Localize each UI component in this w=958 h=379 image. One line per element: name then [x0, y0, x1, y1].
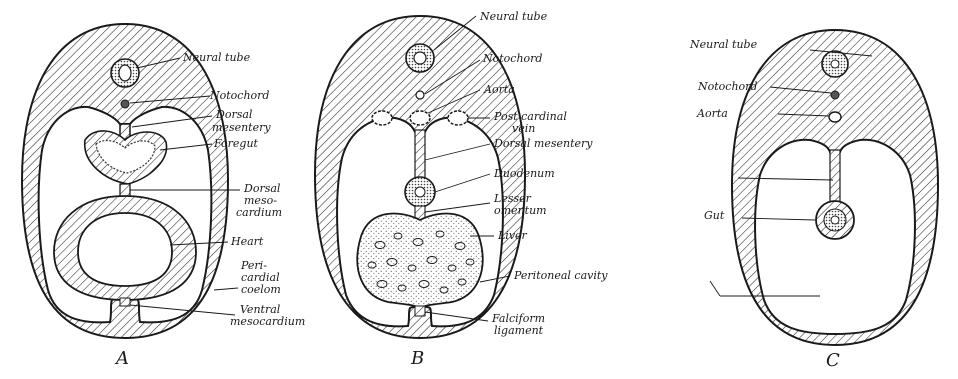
panel-b-label-aorta: Aorta	[483, 83, 515, 96]
panel-b-label-neural-tube: Neural tube	[479, 10, 548, 23]
panel-b-label-ligament: ligament	[494, 324, 544, 337]
panel-a-label-neural-tube: Neural tube	[182, 51, 251, 64]
panel-b-label-vein: vein	[512, 122, 535, 135]
panel-b-vein-left	[372, 111, 392, 125]
panel-c: Neural tube Notochord Aorta Gut C	[689, 30, 938, 371]
panel-a-neural-tube-lumen	[119, 65, 131, 81]
panel-b-label-dorsal-mesentery: Dorsal mesentery	[493, 137, 593, 150]
panel-a-label-mesocardium: mesocardium	[230, 315, 305, 328]
panel-c-label-notochord: Notochord	[697, 80, 757, 93]
panel-c-label-gut: Gut	[704, 209, 725, 222]
panel-b-label-omentum: omentum	[494, 204, 547, 217]
panel-c-gut-lumen	[831, 216, 839, 224]
panel-a-label-cardium: cardium	[236, 206, 282, 219]
panel-c-label-aorta: Aorta	[696, 107, 728, 120]
panel-a: Neural tube Notochord Dorsal mesentery F…	[22, 24, 305, 369]
panel-c-dorsal-mesentery	[830, 150, 840, 202]
panel-b-liver	[357, 213, 482, 308]
panel-b-label-liver: Liver	[497, 229, 528, 242]
panel-a-heart	[54, 196, 196, 300]
panel-b-notochord	[416, 91, 424, 99]
panel-b-aorta	[410, 111, 430, 125]
panel-b-vein-right	[448, 111, 468, 125]
panel-a-ventral-mesocardium	[120, 298, 130, 306]
panel-b-dorsal-mesentery	[415, 130, 425, 178]
panel-c-label-neural-tube: Neural tube	[689, 38, 758, 51]
panel-a-notochord	[121, 100, 129, 108]
panel-b-label-notochord: Notochord	[482, 52, 542, 65]
panel-a-label-notochord: Notochord	[209, 89, 269, 102]
panel-b: Neural tube Notochord Aorta Post cardina…	[315, 10, 608, 369]
panel-b-label-duodenum: Duodenum	[493, 167, 555, 180]
panel-b-label-peritoneal-cavity: Peritoneal cavity	[513, 269, 608, 282]
panel-a-caption: A	[114, 348, 129, 369]
panel-b-falciform-ligament	[415, 306, 425, 316]
panel-b-duodenum-lumen	[415, 187, 425, 197]
panel-b-neural-tube-lumen	[414, 52, 426, 64]
panel-c-notochord	[831, 91, 839, 99]
panel-a-label-foregut: Foregut	[213, 137, 259, 150]
panel-b-caption: B	[410, 348, 424, 369]
panel-a-label-coelom: coelom	[241, 283, 281, 296]
panel-a-label-heart: Heart	[230, 235, 264, 248]
panel-c-caption: C	[826, 350, 840, 371]
panel-a-label-mesentery: mesentery	[212, 121, 271, 134]
panel-a-label-dorsal: Dorsal	[215, 108, 253, 121]
panel-c-neural-tube-lumen	[831, 60, 839, 68]
panel-c-aorta	[829, 112, 841, 122]
